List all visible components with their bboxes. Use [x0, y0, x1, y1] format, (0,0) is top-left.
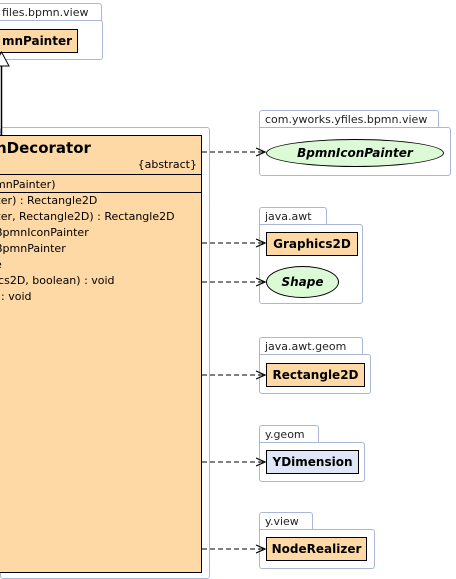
shape-interface[interactable]: Shape — [266, 266, 339, 298]
package-tab-java-awt-geom: java.awt.geom — [259, 337, 363, 355]
main-class-stereotype: {abstract} — [137, 158, 197, 171]
rectangle2d-class[interactable]: Rectangle2D — [266, 363, 365, 387]
main-class-box[interactable]: nDecorator {abstract} mnPainter) zer) : … — [0, 135, 202, 573]
bpmn-icon-painter-interface[interactable]: BpmnIconPainter — [266, 139, 444, 167]
operation-row: ics2D, boolean) : void — [0, 274, 115, 287]
package-name-top: files.bpmn.view — [2, 6, 89, 19]
inheritance-triangle — [0, 50, 10, 67]
package-tab-y-view: y.view — [259, 512, 313, 530]
package-tab-y-geom: y.geom — [259, 425, 319, 443]
graphics2d-class[interactable]: Graphics2D — [266, 232, 358, 256]
operation-row: BpmnPainter — [0, 242, 66, 255]
superclass-name: mnPainter — [1, 34, 73, 48]
package-tab-top: files.bpmn.view — [0, 3, 102, 21]
operation-row: zer, Rectangle2D) : Rectangle2D — [0, 210, 175, 223]
main-class-divider-2 — [0, 192, 201, 193]
main-class-divider-1 — [0, 174, 201, 175]
ydimension-class[interactable]: YDimension — [266, 450, 359, 474]
main-class-title: nDecorator — [0, 139, 91, 157]
operation-row: e — [0, 258, 2, 271]
operation-row: : void — [1, 290, 32, 303]
superclass-box[interactable]: mnPainter — [0, 29, 78, 53]
operation-row: zer) : Rectangle2D — [0, 194, 98, 207]
package-tab-java-awt: java.awt — [259, 207, 327, 225]
noderealizer-class[interactable]: NodeRealizer — [266, 537, 367, 561]
attribute-row: mnPainter) — [0, 178, 56, 191]
package-tab-bpmn-view: com.yworks.yfiles.bpmn.view — [259, 110, 439, 128]
operation-row: BpmnIconPainter — [0, 226, 89, 239]
